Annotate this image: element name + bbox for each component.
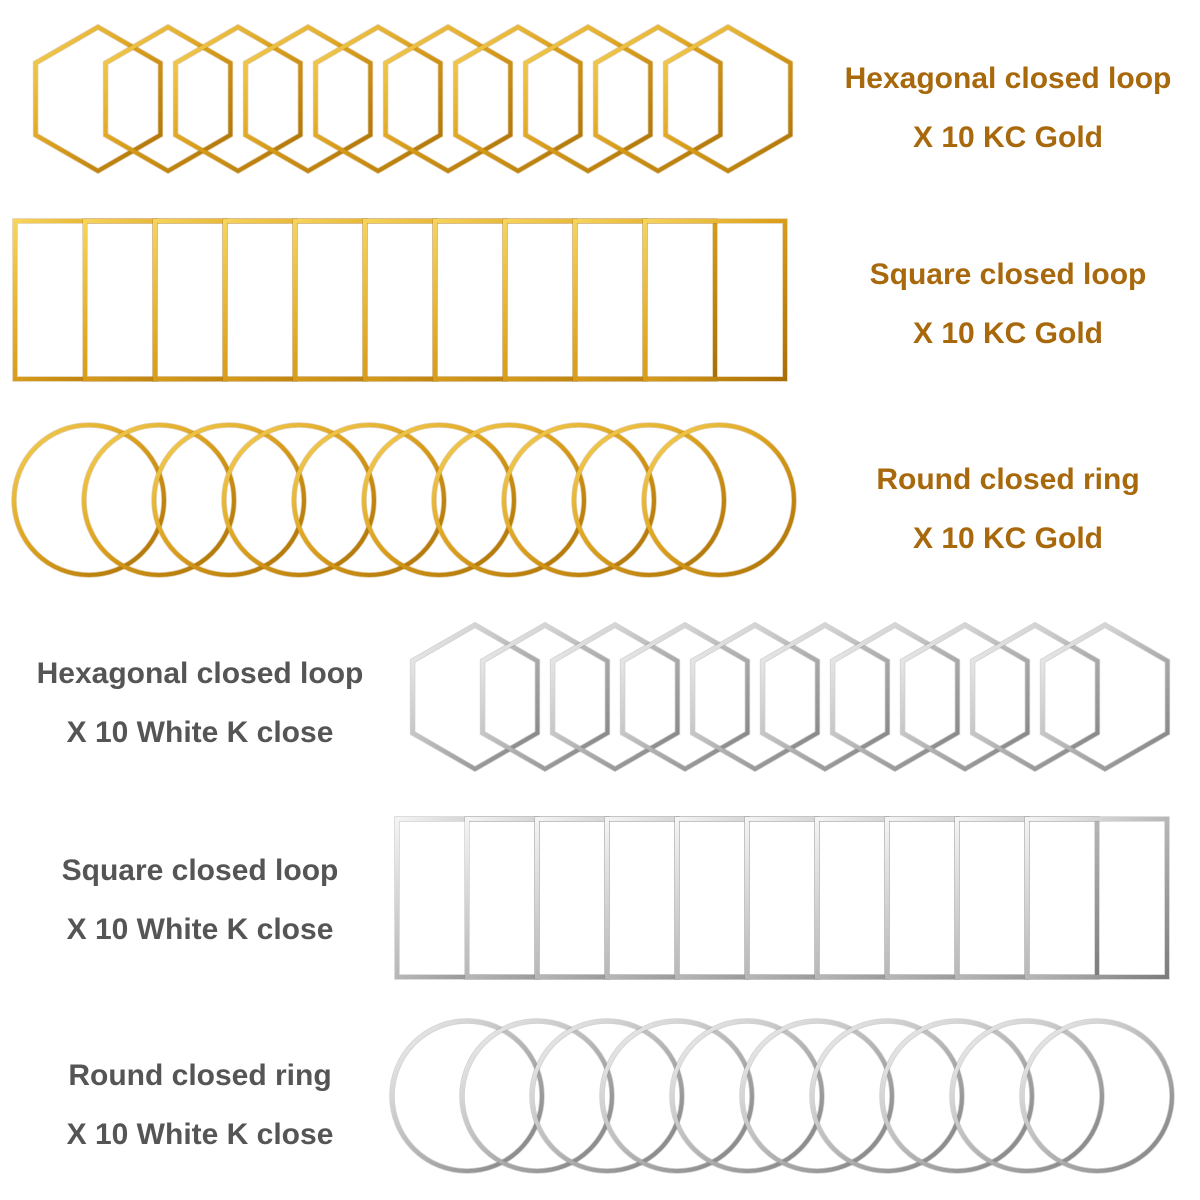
silver-circle-ring — [460, 1019, 614, 1173]
silver-hexagon-ring-edge — [829, 621, 961, 773]
gold-circle-ring — [12, 423, 166, 577]
silver-hexagon-ring — [830, 622, 960, 772]
silver-round-label: Round closed ring X 10 White K close — [0, 1061, 400, 1150]
gold-hexagon-ring-edge — [522, 23, 654, 175]
gold-hexagon-ring-edge — [312, 23, 444, 175]
gold-round-rings — [11, 422, 797, 578]
gold-hexagon-loops — [32, 23, 794, 175]
gold-square-name: Square closed loop — [869, 258, 1147, 291]
gold-hexagon-ring — [593, 24, 723, 174]
gold-hexagon-ring-edge — [32, 23, 164, 175]
gold-hexagon-ring — [663, 24, 793, 174]
silver-circle-ring — [530, 1019, 684, 1173]
silver-round-quantity: X 10 White K close — [66, 1118, 334, 1151]
gold-circle-ring — [222, 423, 376, 577]
gold-hexagon-ring — [313, 24, 443, 174]
gold-hexagon-ring-edge — [382, 23, 514, 175]
gold-round-label: Round closed ring X 10 KC Gold — [808, 465, 1200, 554]
silver-square-ring — [1025, 817, 1169, 979]
gold-hexagon-ring — [523, 24, 653, 174]
silver-hexagon-loops — [409, 621, 1171, 773]
gold-circle-ring — [432, 423, 586, 577]
silver-hexagon-ring — [1040, 622, 1170, 772]
gold-hexagon-ring-edge — [242, 23, 374, 175]
gold-circle-ring — [502, 423, 656, 577]
gold-hexagon-ring — [103, 24, 233, 174]
silver-hexagon-name: Hexagonal closed loop — [36, 657, 364, 690]
gold-hexagon-ring-edge — [102, 23, 234, 175]
silver-hexagon-label: Hexagonal closed loop X 10 White K close — [0, 659, 400, 748]
silver-hexagon-ring-edge — [1039, 621, 1171, 773]
silver-hexagon-ring — [690, 622, 820, 772]
gold-circle-ring — [82, 423, 236, 577]
silver-hexagon-ring — [410, 622, 540, 772]
silver-circle-ring — [390, 1019, 544, 1173]
gold-circle-ring — [292, 423, 446, 577]
silver-hexagon-ring-edge — [479, 621, 611, 773]
gold-hexagon-ring — [173, 24, 303, 174]
silver-circle-ring — [600, 1019, 754, 1173]
silver-hexagon-ring-edge — [759, 621, 891, 773]
silver-circle-ring — [880, 1019, 1034, 1173]
silver-circle-ring — [810, 1019, 964, 1173]
silver-hexagon-ring-edge — [619, 621, 751, 773]
gold-square-ring — [643, 219, 787, 381]
silver-hexagon-ring-edge — [549, 621, 681, 773]
gold-hexagon-label: Hexagonal closed loop X 10 KC Gold — [808, 64, 1200, 153]
silver-hexagon-ring-edge — [899, 621, 1031, 773]
silver-hexagon-ring — [550, 622, 680, 772]
silver-hexagon-ring — [760, 622, 890, 772]
silver-hexagon-ring — [970, 622, 1100, 772]
silver-hexagon-ring — [900, 622, 1030, 772]
gold-hexagon-ring — [453, 24, 583, 174]
gold-square-quantity: X 10 KC Gold — [912, 317, 1104, 350]
gold-square-label: Square closed loop X 10 KC Gold — [808, 260, 1200, 349]
gold-circle-ring — [572, 423, 726, 577]
silver-hexagon-ring-edge — [969, 621, 1101, 773]
gold-hexagon-ring-edge — [172, 23, 304, 175]
silver-circle-ring — [950, 1019, 1104, 1173]
silver-square-name: Square closed loop — [61, 854, 339, 887]
silver-circle-ring — [740, 1019, 894, 1173]
gold-circle-ring — [362, 423, 516, 577]
silver-hexagon-quantity: X 10 White K close — [66, 716, 334, 749]
gold-circle-ring — [152, 423, 306, 577]
gold-hexagon-quantity: X 10 KC Gold — [912, 121, 1104, 154]
gold-hexagon-name: Hexagonal closed loop — [844, 62, 1172, 95]
silver-square-loops — [394, 816, 1170, 980]
gold-hexagon-ring — [33, 24, 163, 174]
gold-hexagon-ring — [243, 24, 373, 174]
silver-square-quantity: X 10 White K close — [66, 913, 334, 946]
gold-hexagon-ring-edge — [592, 23, 724, 175]
gold-round-quantity: X 10 KC Gold — [912, 522, 1104, 555]
silver-hexagon-ring-edge — [409, 621, 541, 773]
silver-round-name: Round closed ring — [68, 1059, 332, 1092]
silver-hexagon-ring — [480, 622, 610, 772]
gold-hexagon-ring-edge — [452, 23, 584, 175]
silver-hexagon-ring-edge — [689, 621, 821, 773]
silver-hexagon-ring — [620, 622, 750, 772]
gold-hexagon-ring-edge — [662, 23, 794, 175]
silver-round-rings — [389, 1018, 1175, 1174]
silver-circle-ring — [670, 1019, 824, 1173]
gold-hexagon-ring — [383, 24, 513, 174]
gold-square-loops — [12, 218, 788, 382]
gold-round-name: Round closed ring — [876, 463, 1140, 496]
gold-circle-ring — [642, 423, 796, 577]
silver-circle-ring — [1020, 1019, 1174, 1173]
silver-square-label: Square closed loop X 10 White K close — [0, 856, 400, 945]
